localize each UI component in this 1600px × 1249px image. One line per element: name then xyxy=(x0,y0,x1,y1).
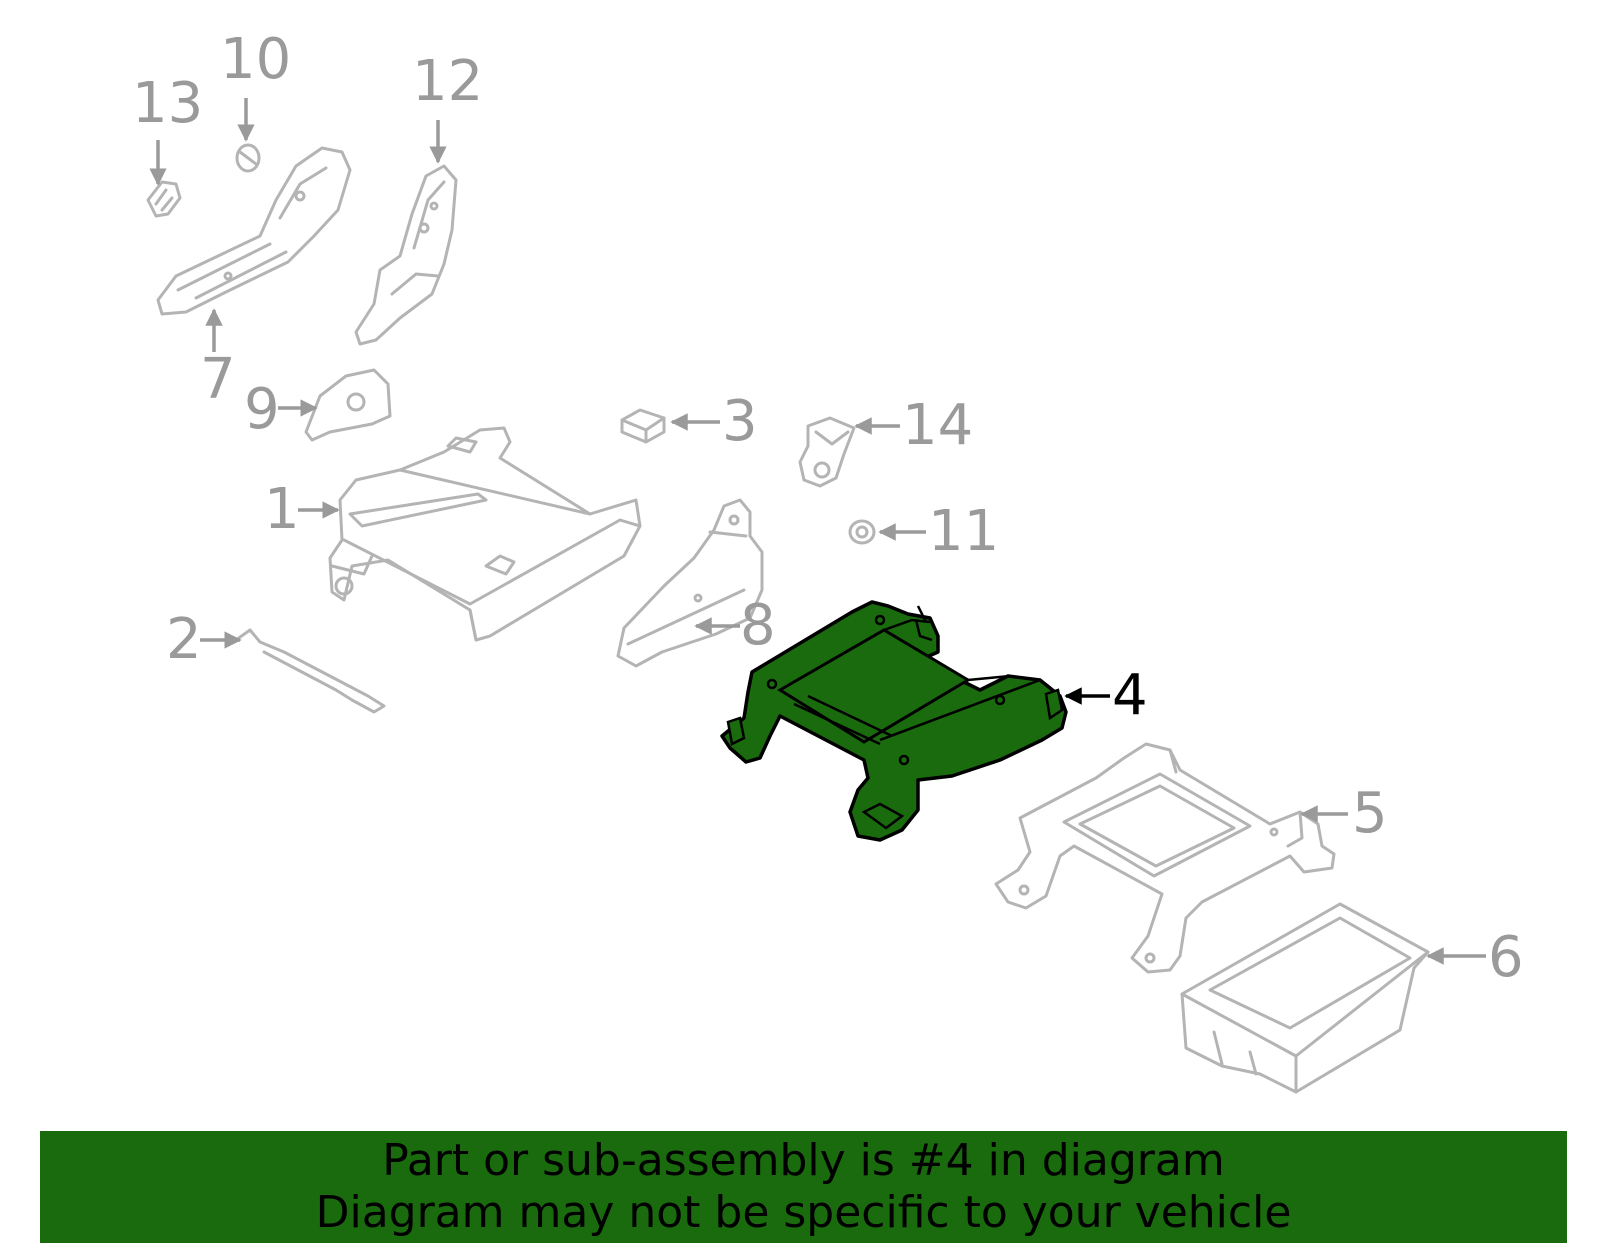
part-2-cable[interactable] xyxy=(234,628,386,714)
part-12-recliner-cover[interactable] xyxy=(354,164,458,346)
callout-1: 1 xyxy=(264,477,300,542)
callout-5: 5 xyxy=(1352,781,1388,846)
part-9-cover[interactable] xyxy=(304,368,392,442)
part-11-grommet[interactable] xyxy=(848,519,876,545)
callout-3: 3 xyxy=(722,389,758,454)
part-5-frame[interactable] xyxy=(994,742,1336,974)
part-6-tray[interactable] xyxy=(1180,902,1430,1094)
callout-14: 14 xyxy=(902,393,973,458)
part-1-seat-track[interactable] xyxy=(328,426,642,642)
callout-11: 11 xyxy=(928,499,999,564)
callout-13: 13 xyxy=(132,71,203,136)
part-7-side-trim[interactable] xyxy=(156,146,352,316)
part-10-cap[interactable] xyxy=(235,143,261,173)
callout-6: 6 xyxy=(1488,925,1524,990)
banner-line-2: Diagram may not be specific to your vehi… xyxy=(315,1187,1292,1238)
part-13-clip[interactable] xyxy=(146,180,182,218)
callout-4: 4 xyxy=(1112,663,1148,728)
callout-10: 10 xyxy=(220,27,291,92)
callout-9: 9 xyxy=(244,377,280,442)
banner-line-1: Part or sub-assembly is #4 in diagram xyxy=(382,1135,1225,1186)
part-3-block[interactable] xyxy=(620,408,666,444)
callout-12: 12 xyxy=(412,49,483,114)
callout-2: 2 xyxy=(166,607,202,672)
info-banner: Part or sub-assembly is #4 in diagram Di… xyxy=(40,1131,1567,1243)
callout-7: 7 xyxy=(200,347,236,412)
part-14-bracket[interactable] xyxy=(798,416,856,488)
part-4-seat-riser[interactable] xyxy=(720,600,1068,842)
callout-8: 8 xyxy=(740,593,776,658)
